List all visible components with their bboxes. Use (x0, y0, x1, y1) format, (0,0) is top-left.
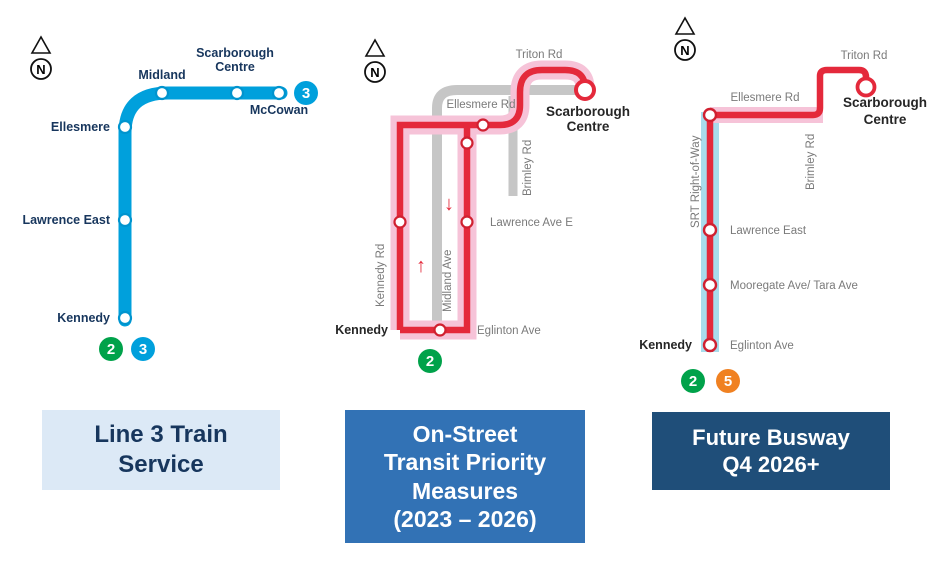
street-label-triton: Triton Rd (841, 50, 888, 62)
street-label-kennedy-rd: Kennedy Rd (375, 244, 387, 307)
stop-marker-scarborough-centre (574, 79, 596, 101)
caption-text-line: Measures (411, 477, 519, 504)
line3-badge-label: 3 (302, 85, 310, 102)
stop-marker-lawrence-kennedy-rd (393, 215, 407, 229)
line5-badge-label: 5 (724, 373, 732, 390)
station-label-kennedy: Kennedy (639, 338, 692, 352)
station-label-scarborough-1: Scarborough (546, 104, 630, 119)
stop-marker-scarborough-centre (855, 76, 877, 98)
caption-text-line: (2023 – 2026) (393, 505, 537, 532)
station-label-scarborough-2: Centre (215, 60, 255, 74)
station-marker-ellesmere (117, 119, 133, 135)
busway-map: N Triton Rd Ellesmere Rd Brimley Rd SRT … (639, 16, 927, 393)
station-label-midland: Midland (138, 68, 185, 82)
line5-badge: 5 (716, 369, 740, 393)
caption-text-line: Service (118, 451, 204, 478)
street-label-lawrence-east: Lawrence East (730, 225, 807, 237)
compass-n-label: N (680, 43, 689, 58)
stop-marker-lawrence-east (702, 222, 718, 238)
caption-future-busway: Future Busway Q4 2026+ (652, 412, 890, 490)
priority-map: N ↑ ↓ Triton Rd Ellesmere Rd Brimley Rd … (335, 38, 630, 373)
stop-marker-mooregate (702, 277, 718, 293)
street-label-ellesmere: Ellesmere Rd (730, 92, 799, 104)
road-srt-corridor (432, 85, 582, 332)
bus-route-b (400, 125, 471, 334)
station-label-scarborough-1: Scarborough (196, 46, 274, 60)
caption-line3-service: Line 3 Train Service (42, 410, 280, 490)
station-marker-mccowan (271, 85, 287, 101)
north-compass-icon: N (674, 16, 696, 61)
street-label-eglinton: Eglinton Ave (477, 325, 541, 337)
station-label-scarborough-2: Centre (864, 112, 907, 127)
street-label-brimley: Brimley Rd (522, 140, 534, 196)
station-marker-midland (154, 85, 170, 101)
station-label-ellesmere: Ellesmere (51, 120, 110, 134)
station-label-kennedy: Kennedy (335, 323, 388, 337)
line3-badge: 3 (294, 81, 318, 105)
line3-transfer-badge: 3 (131, 337, 155, 361)
station-label-lawrence-east: Lawrence East (22, 213, 110, 227)
caption-text-line: Future Busway (692, 424, 850, 450)
line3-transfer-badge-label: 3 (139, 341, 147, 358)
line2-badge-label: 2 (689, 373, 697, 390)
caption-onstreet-priority: On-Street Transit Priority Measures (202… (345, 410, 585, 543)
stop-marker-midland-north (460, 136, 474, 150)
line2-badge: 2 (99, 337, 123, 361)
compass-n-label: N (370, 65, 379, 80)
station-label-mccowan: McCowan (250, 103, 308, 117)
line2-badge-label: 2 (426, 353, 434, 370)
compass-n-label: N (36, 62, 45, 77)
line2-badge-label: 2 (107, 341, 115, 358)
stop-marker-ellesmere (476, 118, 490, 132)
line3-route (118, 86, 288, 327)
stop-marker-kennedy (433, 323, 447, 337)
stop-marker-ellesmere (702, 107, 718, 123)
line2-badge: 2 (681, 369, 705, 393)
caption-text-line: On-Street (412, 421, 518, 448)
station-label-scarborough-1: Scarborough (843, 95, 927, 110)
station-marker-lawrence-east (117, 212, 133, 228)
street-label-midland-ave: Midland Ave (442, 250, 454, 312)
stop-marker-lawrence-midland (460, 215, 474, 229)
northbound-arrow-icon: ↑ (416, 255, 426, 277)
bus-route (706, 66, 870, 352)
station-marker-scarborough-centre (229, 85, 245, 101)
caption-text-line: Line 3 Train (94, 421, 228, 448)
north-compass-icon: N (30, 35, 52, 80)
stop-marker-kennedy (702, 337, 718, 353)
north-compass-icon: N (364, 38, 386, 83)
street-label-ellesmere: Ellesmere Rd (446, 99, 515, 111)
line2-badge: 2 (418, 349, 442, 373)
caption-text-line: Transit Priority (383, 449, 547, 476)
street-label-triton: Triton Rd (516, 49, 563, 61)
street-label-lawrence: Lawrence Ave E (490, 217, 573, 229)
line3-map: N Midland Scarborough Centre McCowan Ell… (22, 35, 318, 361)
caption-text-line: Q4 2026+ (722, 452, 820, 477)
street-label-eglinton: Eglinton Ave (730, 340, 794, 352)
station-marker-kennedy (117, 310, 133, 326)
station-label-kennedy: Kennedy (57, 311, 110, 325)
street-label-mooregate: Mooregate Ave/ Tara Ave (730, 280, 858, 292)
street-label-brimley: Brimley Rd (805, 134, 817, 190)
street-label-srt-row: SRT Right-of-Way (690, 135, 702, 228)
station-label-scarborough-2: Centre (567, 119, 610, 134)
bus-route-a (396, 66, 589, 330)
southbound-arrow-icon: ↓ (444, 193, 454, 215)
